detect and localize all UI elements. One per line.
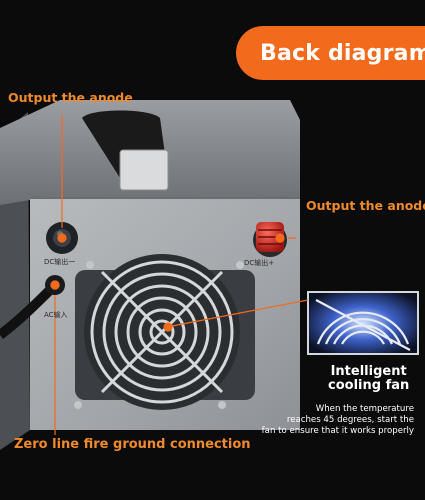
callout-output-anode-left: Output the anode [8,90,133,105]
handle-latch [119,149,169,191]
panel-label-dc-in: AC输入 [44,311,68,319]
fan-label-line-2: cooling fan [328,378,410,393]
fan-label-line-1: Intelligent [330,364,407,379]
page-title: Back diagram [236,26,425,80]
panel-label-dc-out-left: DC输出一 [44,258,76,266]
panel-label-dc-out-right: DC输出+ [244,259,275,267]
fan-screws [74,261,244,409]
note-line-2: reaches 45 degrees, start the [286,415,414,425]
fan-closeup-inset [307,291,419,355]
callout-output-anode-right: Output the anode [306,198,425,213]
callout-zero-line: Zero line fire ground connection [14,437,251,452]
temperature-note: When the temperature reaches 45 degrees,… [262,404,414,437]
callout-markers [50,115,309,435]
note-line-3: fan to ensure that it works properly [261,426,414,436]
fan-label: Intelligent cooling fan [328,365,409,393]
note-line-1: When the temperature [315,404,414,414]
fan-guard [90,260,234,404]
